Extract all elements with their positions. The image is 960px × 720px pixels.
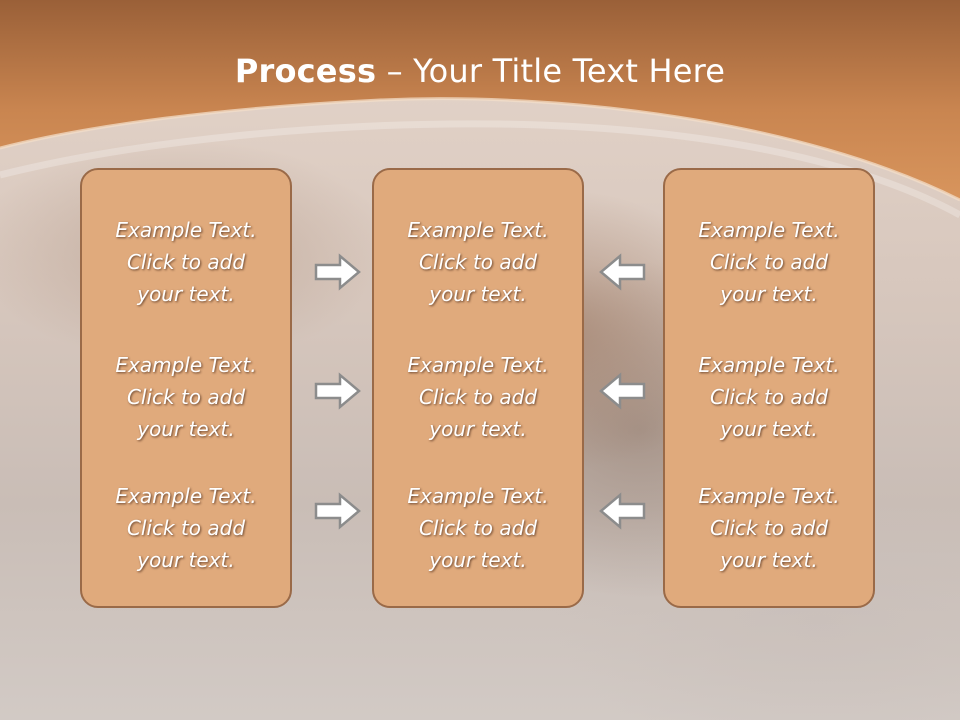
slide-title[interactable]: Process – Your Title Text Here <box>0 52 960 90</box>
arrow-right-icon <box>314 492 361 530</box>
arrow-left-icon <box>599 372 646 410</box>
arrow-left-icon <box>599 253 646 291</box>
title-rest: – Your Title Text Here <box>376 52 726 90</box>
title-bold: Process <box>234 52 377 90</box>
arrow-right-icon <box>314 372 361 410</box>
arrow-left-icon <box>599 492 646 530</box>
arrow-right-icon <box>314 253 361 291</box>
